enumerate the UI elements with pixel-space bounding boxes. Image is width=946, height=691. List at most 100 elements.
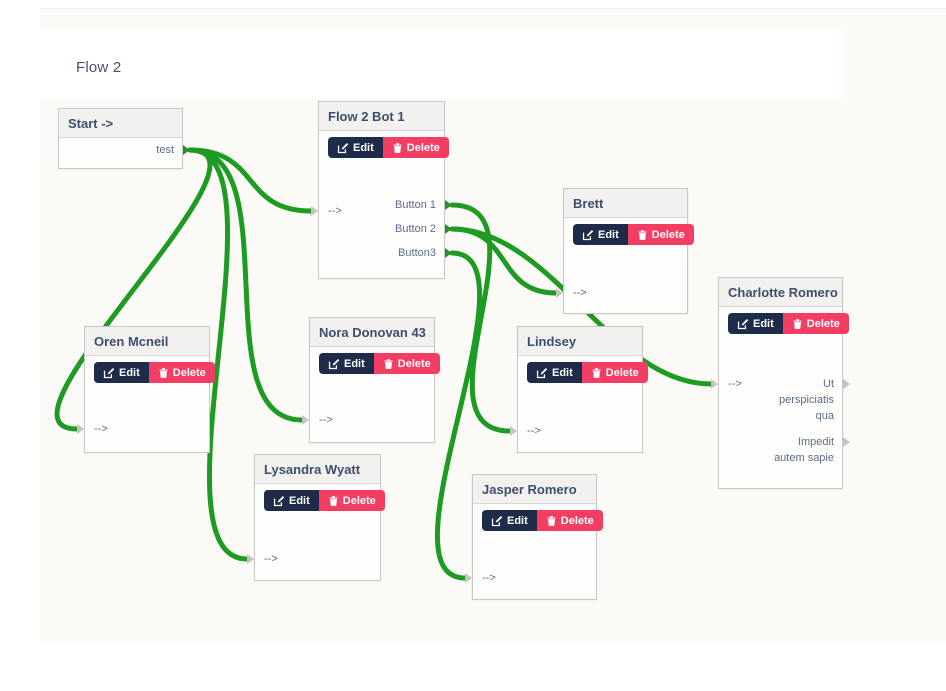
node-title[interactable]: Charlotte Romero	[719, 278, 842, 307]
edit-icon	[337, 142, 349, 153]
edit-icon	[273, 495, 285, 506]
delete-button-label: Delete	[397, 357, 431, 370]
node-title[interactable]: Lindsey	[518, 327, 642, 356]
trash-icon	[592, 367, 601, 378]
edit-button[interactable]: Edit	[264, 490, 319, 511]
output-port-arrow-icon[interactable]	[445, 248, 452, 258]
trash-icon	[329, 495, 338, 506]
connection-start.test-to-nora.input[interactable]	[187, 147, 305, 423]
input-port-label: -->	[264, 553, 278, 565]
connection-start.test-to-oren.input[interactable]	[54, 147, 213, 432]
trash-icon	[547, 515, 556, 526]
input-port-label: -->	[94, 423, 108, 435]
output-port-label-out1: Ut perspiciatis qua	[778, 378, 834, 422]
delete-button[interactable]: Delete	[581, 362, 648, 383]
output-port-arrow-icon[interactable]	[843, 379, 850, 389]
edit-button-label: Edit	[289, 494, 310, 507]
edit-button-label: Edit	[344, 357, 365, 370]
input-port-arrow-icon[interactable]	[465, 573, 472, 583]
input-port-arrow-icon[interactable]	[247, 554, 254, 564]
delete-button[interactable]: Delete	[382, 137, 449, 158]
delete-button-label: Delete	[560, 514, 594, 527]
input-port-label: -->	[728, 378, 742, 390]
node-title[interactable]: Lysandra Wyatt	[255, 455, 380, 484]
delete-button-label: Delete	[172, 366, 206, 379]
node-bot[interactable]: Flow 2 Bot 1 Edit Delete --> Button 1 Button …	[311, 101, 452, 279]
edit-icon	[491, 515, 503, 526]
node-actions: Edit Delete	[482, 510, 603, 531]
edit-button[interactable]: Edit	[482, 510, 537, 531]
input-port-arrow-icon[interactable]	[711, 379, 718, 389]
output-port-label-button1: Button 1	[395, 199, 436, 211]
trash-icon	[159, 367, 168, 378]
edit-button[interactable]: Edit	[319, 353, 374, 374]
edit-icon	[103, 367, 115, 378]
node-title[interactable]: Nora Donovan 43	[310, 318, 434, 347]
node-title[interactable]: Brett	[564, 189, 687, 218]
output-port-arrow-icon[interactable]	[183, 145, 190, 155]
output-port-arrow-icon[interactable]	[445, 224, 452, 234]
node-title[interactable]: Jasper Romero	[473, 475, 596, 504]
trash-icon	[793, 318, 802, 329]
delete-button[interactable]: Delete	[782, 313, 849, 334]
input-port-label: -->	[573, 287, 587, 299]
input-port-label: -->	[328, 205, 342, 217]
edit-button[interactable]: Edit	[328, 137, 383, 158]
node-actions: Edit Delete	[728, 313, 849, 334]
output-port-label-out2: Impedit autem sapie	[774, 436, 834, 464]
node-start[interactable]: Start -> test	[58, 108, 190, 169]
delete-button[interactable]: Delete	[536, 510, 603, 531]
node-actions: Edit Delete	[328, 137, 449, 158]
input-port-arrow-icon[interactable]	[510, 426, 517, 436]
edit-button[interactable]: Edit	[573, 224, 628, 245]
delete-button-label: Delete	[406, 141, 440, 154]
connection-bot.button3-to-jasper.input[interactable]	[435, 250, 482, 581]
trash-icon	[638, 229, 647, 240]
edit-icon	[328, 358, 340, 369]
input-port-label: -->	[482, 572, 496, 584]
edit-button-label: Edit	[598, 228, 619, 241]
delete-button-label: Delete	[806, 317, 840, 330]
node-actions: Edit Delete	[319, 353, 440, 374]
connection-start.test-to-lysandra.input[interactable]	[187, 147, 250, 562]
edit-icon	[737, 318, 749, 329]
node-actions: Edit Delete	[94, 362, 215, 383]
input-port-arrow-icon[interactable]	[556, 288, 563, 298]
node-title[interactable]: Start ->	[59, 109, 182, 138]
output-port-label-test: test	[156, 144, 174, 156]
input-port-arrow-icon[interactable]	[302, 415, 309, 425]
node-actions: Edit Delete	[264, 490, 385, 511]
edit-button-label: Edit	[353, 141, 374, 154]
node-actions: Edit Delete	[573, 224, 694, 245]
edit-button-label: Edit	[507, 514, 528, 527]
delete-button[interactable]: Delete	[148, 362, 215, 383]
connection-start.test-to-bot.input[interactable]	[187, 147, 314, 214]
edit-button[interactable]: Edit	[94, 362, 149, 383]
delete-button[interactable]: Delete	[318, 490, 385, 511]
edit-button[interactable]: Edit	[728, 313, 783, 334]
delete-button-label: Delete	[651, 228, 685, 241]
delete-button[interactable]: Delete	[627, 224, 694, 245]
input-port-arrow-icon[interactable]	[77, 424, 84, 434]
connection-bot.button1-to-lindsey.input[interactable]	[449, 202, 513, 434]
node-title[interactable]: Flow 2 Bot 1	[319, 102, 444, 131]
delete-button[interactable]: Delete	[373, 353, 440, 374]
delete-button-label: Delete	[342, 494, 376, 507]
edit-icon	[536, 367, 548, 378]
output-port-arrow-icon[interactable]	[445, 200, 452, 210]
input-port-arrow-icon[interactable]	[311, 206, 318, 216]
node-title[interactable]: Oren Mcneil	[85, 327, 209, 356]
edit-button[interactable]: Edit	[527, 362, 582, 383]
output-port-arrow-icon[interactable]	[843, 437, 850, 447]
output-port-label-button2: Button 2	[395, 223, 436, 235]
output-port-label-button3: Button3	[398, 247, 436, 259]
